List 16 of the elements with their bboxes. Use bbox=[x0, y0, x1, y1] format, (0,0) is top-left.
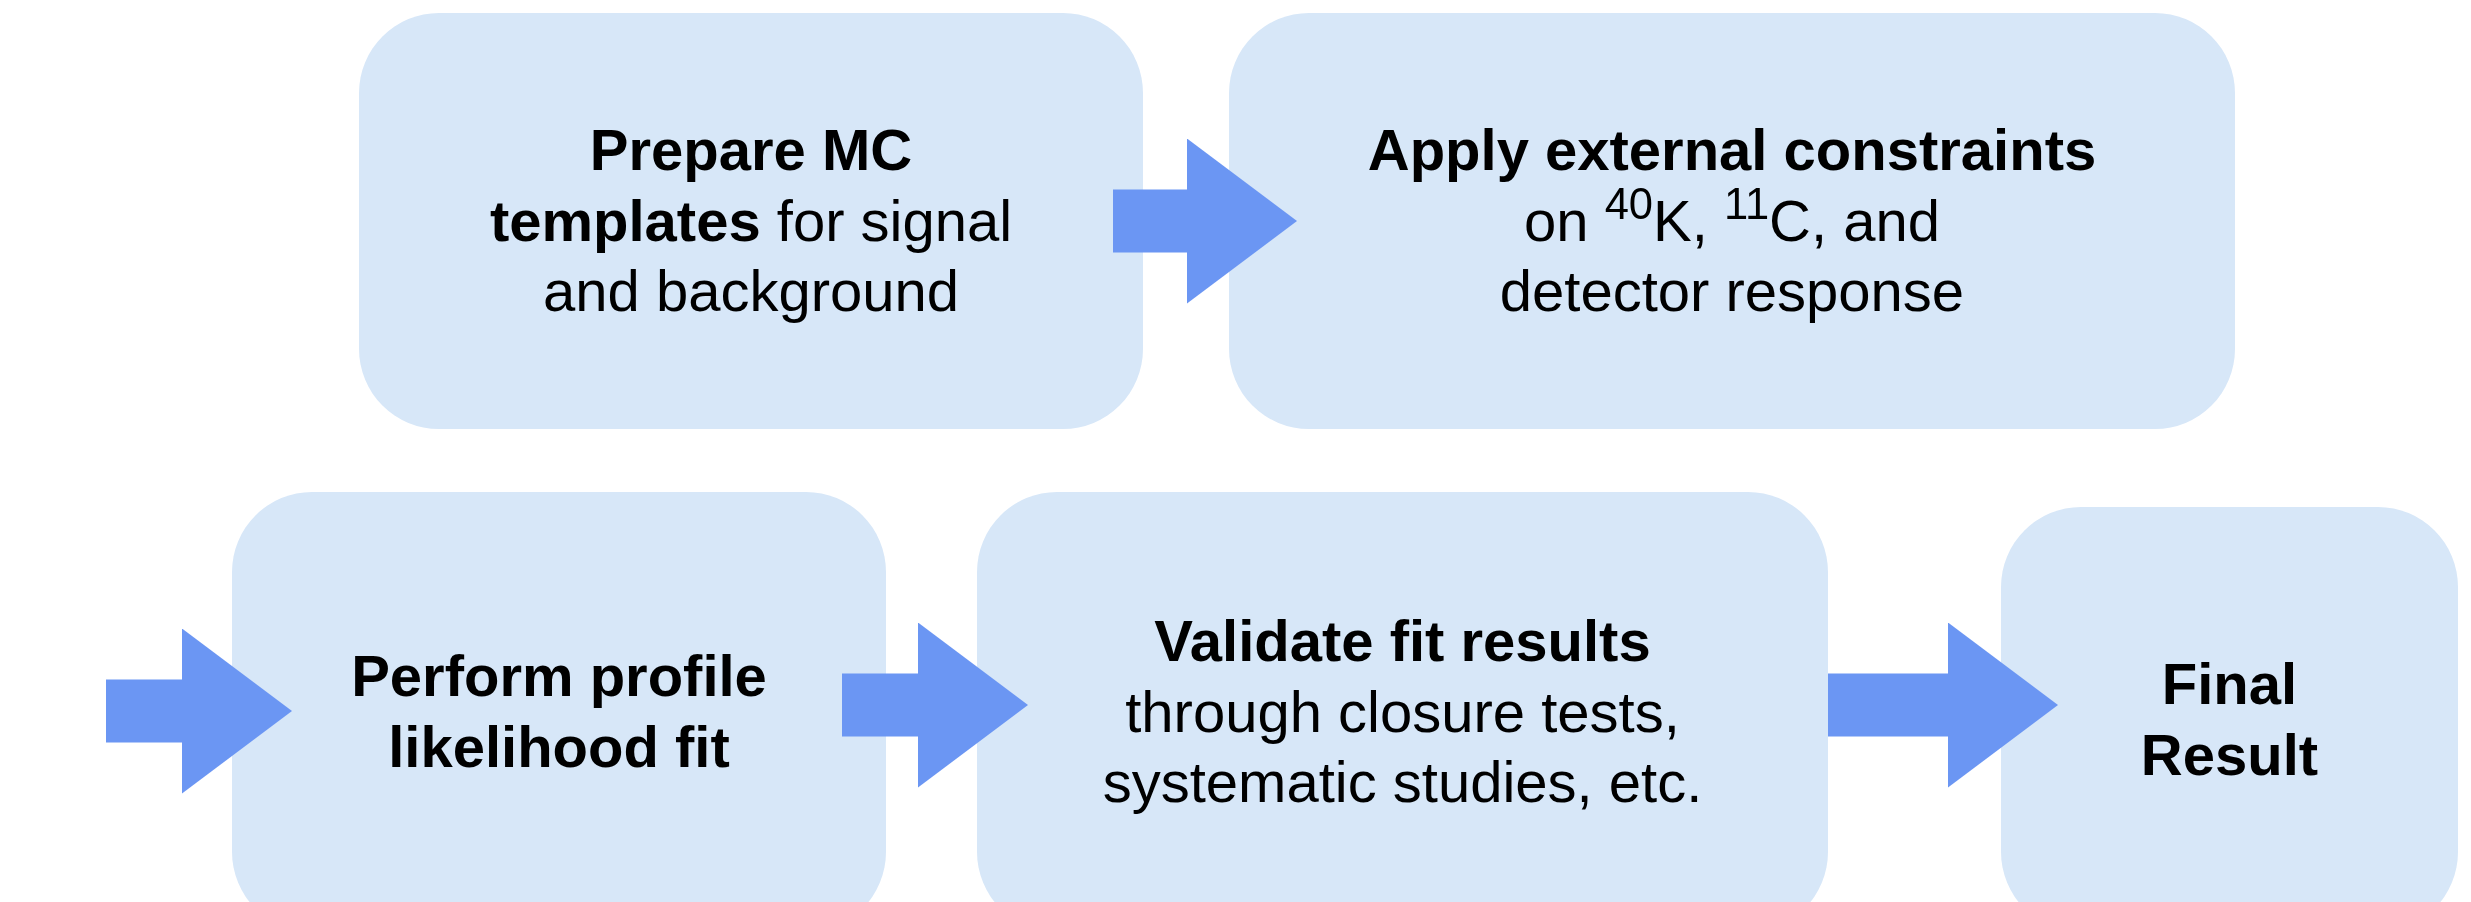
step-heading: Apply external constraints bbox=[1367, 115, 2097, 184]
step-text: Prepare MC templates for signal and background bbox=[488, 115, 1014, 326]
step-heading: Final Result bbox=[2139, 649, 2320, 789]
process-box bbox=[2001, 507, 2458, 902]
process-box bbox=[1229, 13, 2235, 429]
step-heading: Perform profile likelihood fit bbox=[350, 642, 768, 781]
process-box bbox=[977, 492, 1828, 902]
step-text: on $^{40}$K, $^{11}$C, and detector response bbox=[1499, 185, 1966, 326]
block-arrow bbox=[106, 628, 292, 794]
step-heading: Validate fit results bbox=[1154, 606, 1651, 675]
process-box bbox=[232, 492, 886, 902]
block-arrow bbox=[1113, 138, 1297, 304]
step-text: through closure tests, systematic studies, etc. bbox=[1101, 677, 1704, 817]
process-box bbox=[359, 13, 1143, 429]
block-arrow bbox=[842, 622, 1028, 788]
block-arrow bbox=[1828, 622, 2058, 788]
